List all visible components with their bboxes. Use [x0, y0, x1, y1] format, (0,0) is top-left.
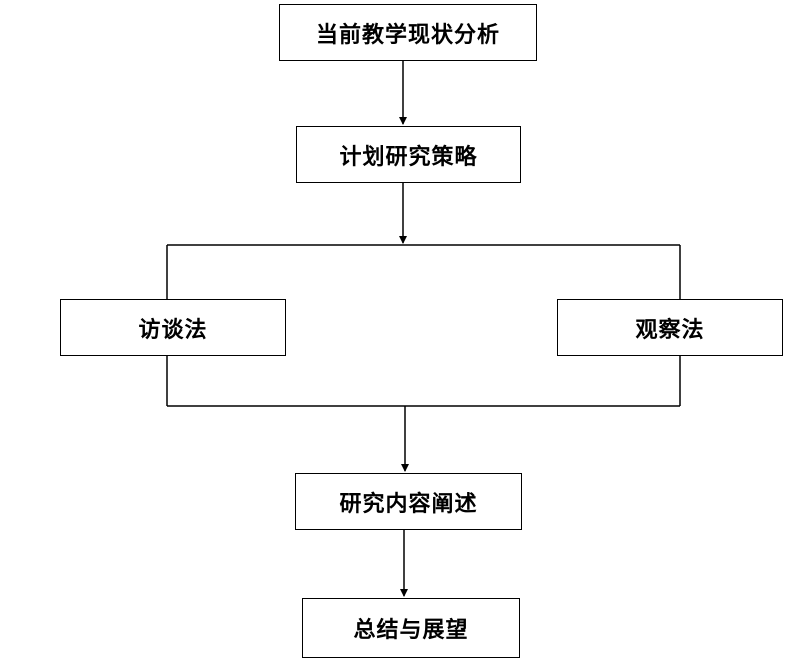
node-label: 研究内容阐述: [339, 490, 478, 517]
node-current-teaching-analysis: 当前教学现状分析: [279, 4, 537, 61]
node-interview-method: 访谈法: [60, 299, 286, 356]
node-research-strategy: 计划研究策略: [296, 126, 521, 183]
node-label: 访谈法: [138, 316, 208, 343]
node-label: 计划研究策略: [339, 143, 478, 170]
node-research-content: 研究内容阐述: [295, 473, 522, 530]
node-label: 总结与展望: [353, 617, 469, 643]
node-label: 观察法: [635, 316, 705, 343]
node-label: 当前教学现状分析: [315, 21, 500, 48]
node-observation-method: 观察法: [557, 299, 783, 356]
node-summary-outlook: 总结与展望: [302, 598, 520, 658]
